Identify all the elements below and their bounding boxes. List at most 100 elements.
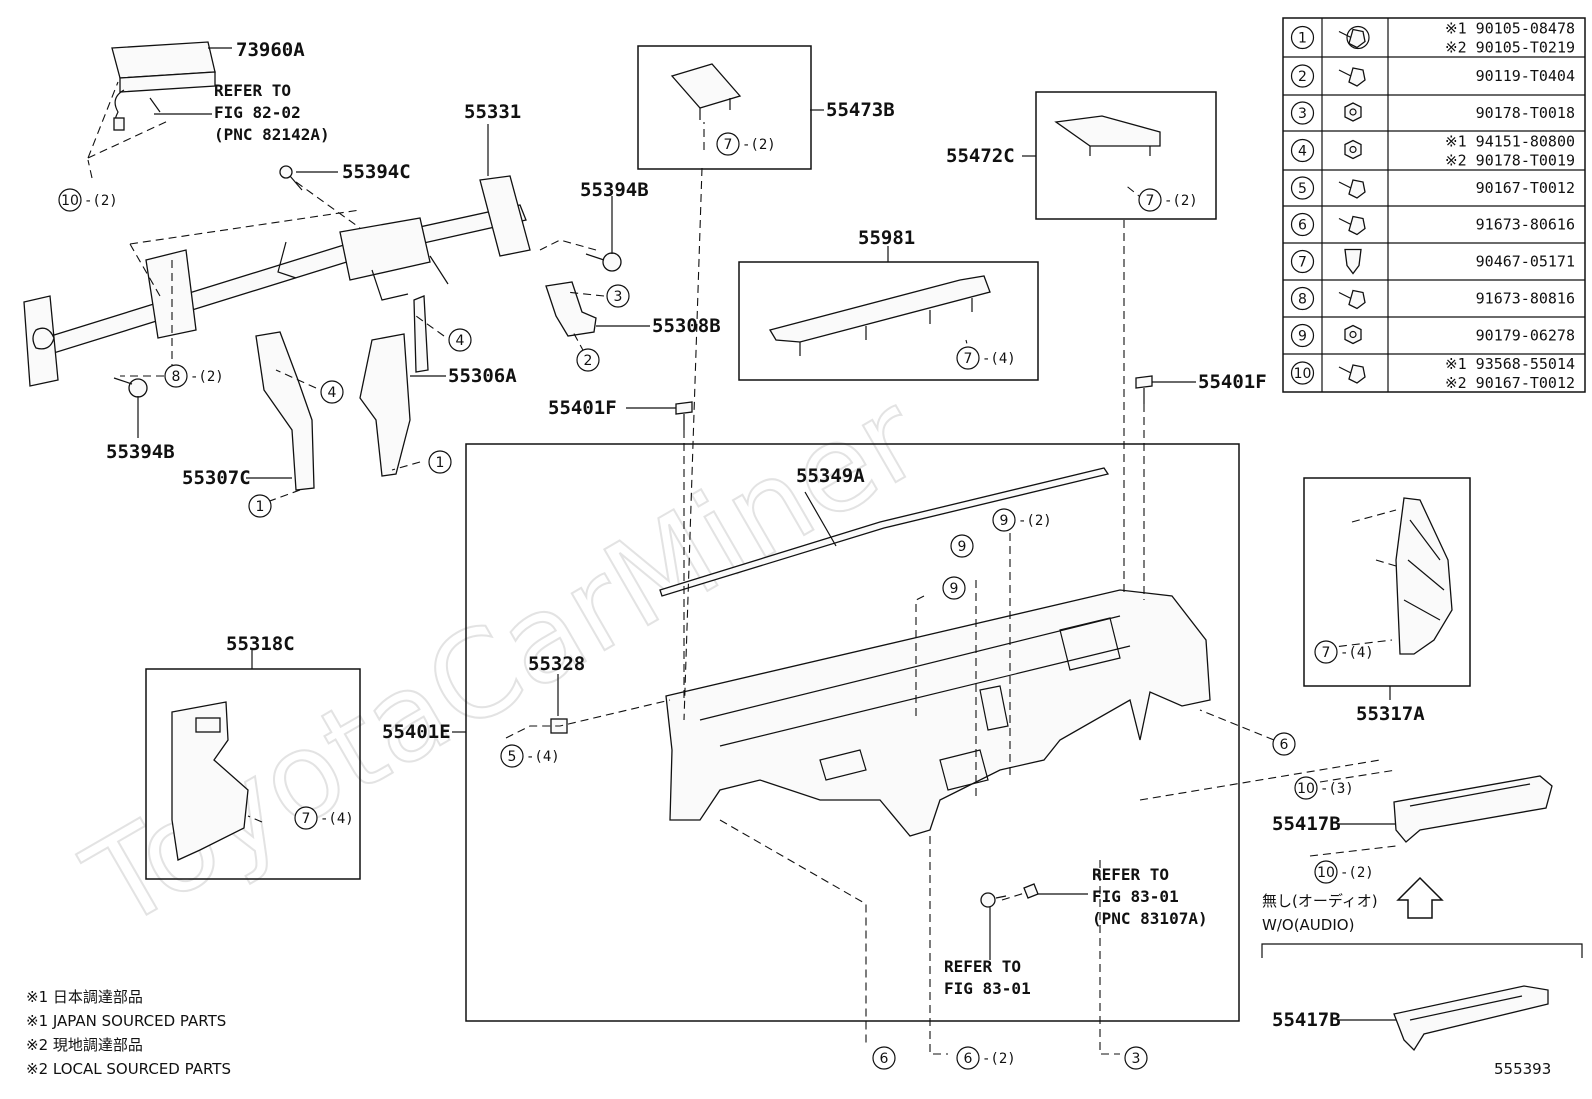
callout-circle (872, 1046, 896, 1070)
bolt-55394C-part (279, 165, 303, 191)
table-part-number: ※2 90105-T0219 (1445, 39, 1575, 57)
strip-55349A-part (659, 467, 1110, 597)
table-row: 10 ※1 93568-55014※2 90167-T0012 (1283, 353, 1585, 392)
callout-7: 7 -(4) (956, 346, 1016, 370)
callout-3: 3 (606, 284, 630, 308)
table-item-number: 7 (1298, 255, 1307, 271)
table-part-number: 90467-05171 (1476, 253, 1575, 271)
callout-number: 1 (436, 455, 445, 471)
callout-circle (576, 348, 600, 372)
callout-8: 8-(2) (164, 364, 224, 388)
table-part-number: ※2 90178-T0019 (1445, 152, 1575, 170)
label-55473B: 55473B (826, 99, 895, 121)
callout-circle (1314, 640, 1338, 664)
table-row: 4※1 94151-80800※2 90178-T0019 (1283, 130, 1585, 170)
callout-4: 4 (320, 380, 344, 404)
table-item-circle (1290, 25, 1315, 50)
callout-number: 7 (724, 137, 733, 153)
defroster-nozzle-55981-part (768, 275, 991, 356)
table-item-number: 1 (1298, 31, 1307, 47)
airbag-module-part (111, 41, 216, 131)
label-55317A: 55317A (1356, 703, 1425, 725)
table-item-circle (1290, 64, 1315, 88)
table-part-number: ※1 94151-80800 (1445, 133, 1575, 151)
label-55318C: 55318C (226, 633, 295, 655)
callout-number: 6 (964, 1051, 973, 1067)
label-55417B-top: 55417B (1272, 813, 1341, 835)
callout-9: 9 (950, 534, 974, 558)
table-part-number: ※1 93568-55014 (1445, 355, 1575, 373)
trim-55417B-lower-part (1393, 985, 1549, 1052)
clip-55401F-right-part (1135, 375, 1153, 404)
bolt-icon (1338, 289, 1366, 310)
screw-icon (1338, 364, 1366, 384)
callout-circle (956, 1046, 980, 1070)
table-part-number: 90178-T0018 (1476, 104, 1575, 122)
table-item-number: 3 (1298, 106, 1307, 122)
refer-fig8301a-line3: (PNC 83107A) (1092, 909, 1208, 928)
callout-quantity: -(4) (320, 811, 354, 827)
label-55306A: 55306A (448, 365, 517, 387)
frame-55317A (1303, 477, 1471, 687)
callout-quantity: -(2) (1018, 513, 1052, 529)
cover-55472C-part (1054, 115, 1161, 156)
callout-3: 3 (1124, 1046, 1148, 1070)
leader-55349A (804, 491, 837, 547)
table-item-number: 8 (1298, 292, 1307, 308)
callout-number: 7 (302, 811, 311, 827)
callout-2: 2 (576, 348, 600, 372)
frame-55473B (637, 45, 812, 170)
callout-circle (1272, 732, 1296, 756)
refer-fig8301a-line1: REFER TO (1092, 865, 1169, 884)
callout-1: 1 (428, 450, 452, 474)
callout-number: 7 (1146, 193, 1155, 209)
table-part-number: 90119-T0404 (1476, 67, 1575, 85)
nut-icon (1344, 102, 1362, 122)
callout-6: 6 (1272, 732, 1296, 756)
callout-10: 10 -(2) (1314, 860, 1374, 884)
bolt-55394B-top-part (585, 252, 622, 272)
callout-7: 7 -(4) (294, 806, 354, 830)
callout-number: 10 (1317, 865, 1335, 881)
label-73960A: 73960A (236, 39, 305, 61)
callout-number: 4 (456, 333, 465, 349)
table-item-number: 6 (1298, 218, 1307, 234)
bolt-55394B-left-part (113, 377, 148, 398)
callout-number: 7 (964, 351, 973, 367)
callout-7: 7-(4) (1314, 640, 1374, 664)
callout-7: 7-(2) (716, 132, 776, 156)
callout-quantity: -(4) (982, 351, 1016, 367)
flange-bolt-icon (1338, 25, 1370, 50)
callout-circle (500, 744, 524, 768)
callout-number: 2 (584, 353, 593, 369)
callout-number: 10 (61, 193, 79, 209)
legend-line-4: ※2 LOCAL SOURCED PARTS (26, 1060, 231, 1078)
callout-quantity: -(4) (1340, 645, 1374, 661)
label-55401F-left: 55401F (548, 397, 617, 419)
callout-number: 3 (1132, 1051, 1141, 1067)
instrument-panel-reinforcement-part (23, 175, 531, 387)
table-item-circle (1290, 176, 1315, 200)
table-item-number: 10 (1294, 366, 1312, 382)
frame-55318C (145, 668, 361, 880)
side-panel-55317A-part (1395, 497, 1453, 655)
variant-jp: 無し(オーディオ) (1262, 892, 1378, 910)
legend-line-1: ※1 日本調達部品 (26, 988, 143, 1006)
callout-circle (992, 508, 1016, 532)
callout-quantity: -(2) (1340, 865, 1374, 881)
table-part-number: ※2 90167-T0012 (1445, 374, 1575, 392)
label-55401F-right: 55401F (1198, 371, 1267, 393)
callout-quantity: -(2) (982, 1051, 1016, 1067)
table-item-circle (1290, 212, 1315, 237)
table-row: 7 90467-05171 (1283, 242, 1585, 275)
label-55981: 55981 (858, 227, 915, 249)
label-55349A: 55349A (796, 465, 865, 487)
callout-circle (1138, 188, 1162, 212)
clip-icon (1344, 248, 1362, 275)
variant-divider (1261, 943, 1583, 958)
callout-9: 9 (942, 576, 966, 600)
